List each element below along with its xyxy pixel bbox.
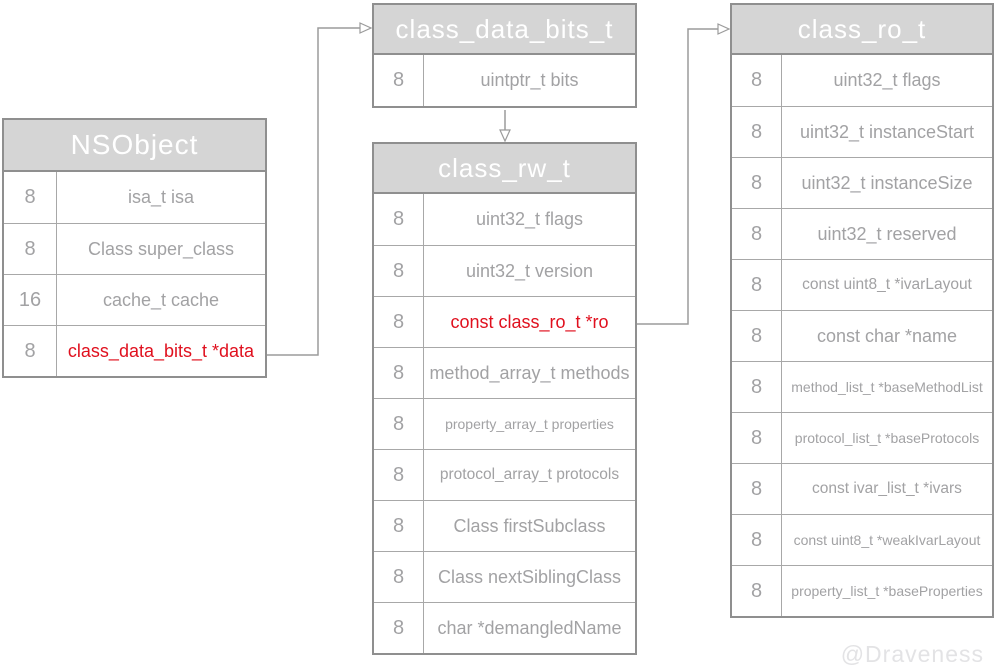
table-row: 8 property_list_t *baseProperties	[732, 565, 992, 616]
row-field: protocol_list_t *baseProtocols	[794, 430, 980, 446]
row-field: Class super_class	[87, 238, 235, 259]
table-row: 8 isa_t isa	[4, 172, 265, 223]
class-rw-table: class_rw_t 8 uint32_t flags 8 uint32_t vers…	[372, 142, 637, 655]
row-size: 8	[732, 158, 782, 208]
row-size: 8	[732, 260, 782, 310]
table-row: 8 Class super_class	[4, 223, 265, 274]
watermark: @Draveness	[840, 641, 984, 667]
row-field: uint32_t version	[465, 260, 594, 281]
table-row: 8 Class firstSubclass	[374, 500, 635, 551]
row-field: property_list_t *baseProperties	[791, 583, 983, 599]
row-size: 8	[374, 603, 424, 653]
row-field: uint32_t flags	[833, 70, 941, 90]
row-size: 8	[374, 348, 424, 398]
arrow-class-rw-ro-to-class-ro	[637, 23, 731, 325]
class-data-bits-table-title: class_data_bits_t	[374, 5, 635, 55]
row-size: 8	[732, 464, 782, 514]
table-row: 8 const class_ro_t *ro	[374, 296, 635, 347]
row-size: 8	[374, 55, 424, 106]
class-data-bits-table: class_data_bits_t 8 uintptr_t bits	[372, 3, 637, 108]
table-row: 8 property_array_t properties	[374, 398, 635, 449]
row-size: 8	[374, 501, 424, 551]
row-size: 8	[4, 224, 57, 274]
table-row: 8 const uint8_t *ivarLayout	[732, 259, 992, 310]
row-size: 8	[374, 450, 424, 500]
table-row: 8 method_list_t *baseMethodList	[732, 361, 992, 412]
row-size: 8	[732, 311, 782, 361]
table-row: 8 uint32_t instanceSize	[732, 157, 992, 208]
arrow-class-data-bits-to-class-rw	[499, 110, 511, 143]
table-row: 16 cache_t cache	[4, 274, 265, 325]
class-ro-table-title: class_ro_t	[732, 5, 992, 55]
row-size: 8	[732, 107, 782, 157]
table-row: 8 const char *name	[732, 310, 992, 361]
row-field: Class firstSubclass	[453, 515, 606, 536]
table-row: 8 const ivar_list_t *ivars	[732, 463, 992, 514]
table-row: 8 uint32_t flags	[374, 194, 635, 245]
table-row: 8 protocol_array_t protocols	[374, 449, 635, 500]
table-row: 8 uint32_t reserved	[732, 208, 992, 259]
row-size: 8	[4, 172, 57, 223]
row-field: isa_t isa	[127, 187, 195, 207]
row-size: 8	[732, 413, 782, 463]
row-field: uint32_t instanceStart	[799, 121, 975, 142]
row-size: 8	[374, 399, 424, 449]
row-field: class_data_bits_t *data	[67, 340, 255, 361]
row-size: 8	[732, 55, 782, 106]
row-field: char *demangledName	[437, 617, 622, 638]
row-field: const uint8_t *weakIvarLayout	[793, 532, 981, 548]
row-size: 8	[374, 246, 424, 296]
row-field: method_array_t methods	[429, 362, 630, 383]
table-row: 8 uint32_t instanceStart	[732, 106, 992, 157]
row-size: 16	[4, 275, 57, 325]
table-row: 8 char *demangledName	[374, 602, 635, 653]
arrow-nsobject-data-to-class-data-bits	[267, 22, 373, 356]
class-ro-table: class_ro_t 8 uint32_t flags 8 uint32_t inst…	[730, 3, 994, 618]
table-row: 8 uint32_t version	[374, 245, 635, 296]
table-row: 8 const uint8_t *weakIvarLayout	[732, 514, 992, 565]
class-data-bits-table-rows: 8 uintptr_t bits	[374, 55, 635, 106]
row-field: uint32_t flags	[475, 209, 584, 229]
row-size: 8	[732, 362, 782, 412]
table-row: 8 Class nextSiblingClass	[374, 551, 635, 602]
row-size: 8	[4, 326, 57, 376]
row-size: 8	[732, 209, 782, 259]
row-size: 8	[374, 552, 424, 602]
table-row: 8 class_data_bits_t *data	[4, 325, 265, 376]
row-field: const char *name	[816, 325, 958, 346]
row-field: Class nextSiblingClass	[437, 566, 622, 587]
row-field: uint32_t instanceSize	[801, 172, 973, 193]
row-size: 8	[732, 515, 782, 565]
nsobject-table-title: NSObject	[4, 120, 265, 172]
row-size: 8	[374, 297, 424, 347]
row-field: const uint8_t *ivarLayout	[802, 276, 972, 293]
row-field: uint32_t reserved	[817, 223, 957, 244]
row-field: property_array_t properties	[445, 416, 614, 432]
class-rw-table-title: class_rw_t	[374, 144, 635, 194]
row-field: uintptr_t bits	[480, 70, 579, 90]
row-field: protocol_array_t protocols	[439, 466, 620, 483]
table-row: 8 uint32_t flags	[732, 55, 992, 106]
table-row: 8 uintptr_t bits	[374, 55, 635, 106]
row-size: 8	[374, 194, 424, 245]
row-size: 8	[732, 566, 782, 616]
row-field: cache_t cache	[102, 289, 220, 310]
table-row: 8 protocol_list_t *baseProtocols	[732, 412, 992, 463]
row-field: method_list_t *baseMethodList	[791, 379, 983, 395]
class-rw-table-rows: 8 uint32_t flags 8 uint32_t version 8 const c…	[374, 194, 635, 653]
row-field: const ivar_list_t *ivars	[812, 480, 962, 497]
row-field: const class_ro_t *ro	[450, 311, 609, 332]
